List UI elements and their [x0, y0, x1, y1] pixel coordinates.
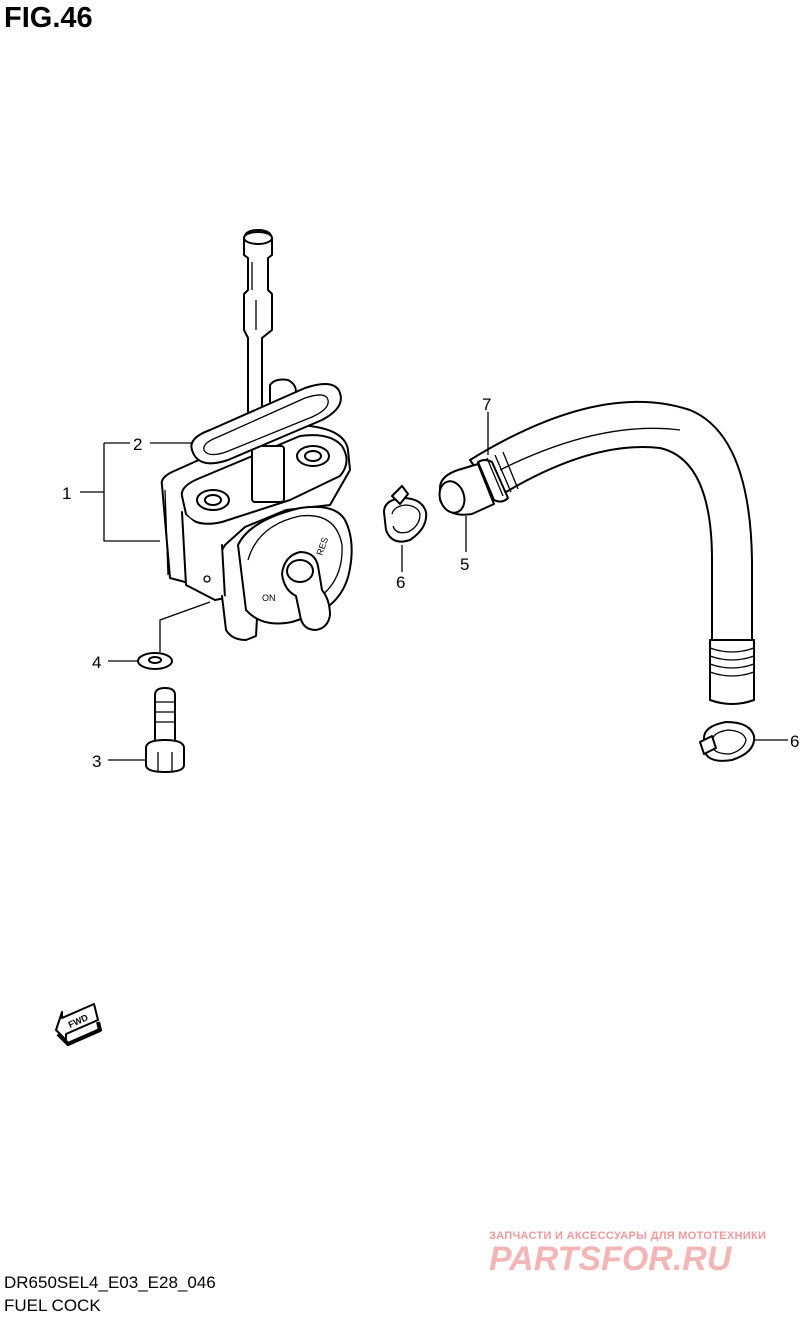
- washer: [137, 652, 173, 670]
- callout-2: 2: [133, 435, 142, 454]
- callout-7: 7: [482, 395, 491, 414]
- leader-lines: [80, 412, 788, 761]
- model-code: DR650SEL4_E03_E28_046: [4, 1273, 216, 1292]
- figure-title: FIG.46: [4, 2, 93, 34]
- callout-6-lower: 6: [790, 732, 799, 751]
- hose-clamp-upper: [383, 485, 428, 543]
- bolt: [145, 687, 185, 773]
- fuel-hose: [438, 400, 755, 705]
- gasket: [190, 383, 342, 465]
- hose-clamp-lower: [699, 721, 756, 762]
- callout-4: 4: [92, 653, 101, 672]
- callout-5: 5: [460, 555, 469, 574]
- cock-on-marking: ON: [262, 593, 276, 603]
- callout-1: 1: [62, 484, 71, 503]
- callout-3: 3: [92, 752, 101, 771]
- watermark-site: PARTSFOR.RU: [489, 1240, 732, 1278]
- forward-arrow-icon: FWD: [55, 1003, 102, 1046]
- callout-6-upper: 6: [396, 573, 405, 592]
- figure-name: FUEL COCK: [4, 1296, 101, 1315]
- watermark-tagline: ЗАПЧАСТИ И АКСЕССУАРЫ ДЛЯ МОТОТЕХНИКИ: [489, 1230, 767, 1242]
